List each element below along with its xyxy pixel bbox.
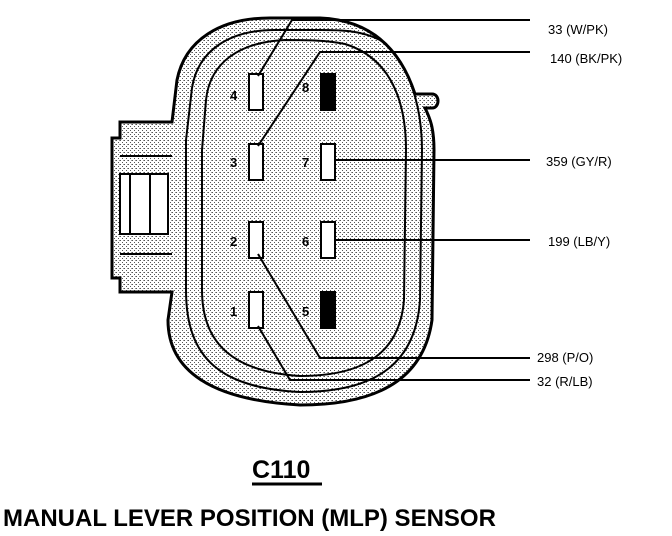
pin-6-cavity <box>320 221 336 259</box>
pin-5-cavity <box>320 291 336 329</box>
leader-line-32 <box>257 325 530 381</box>
pin-number: 8 <box>302 80 309 95</box>
wire-label: 32 (R/LB) <box>537 374 593 389</box>
wire-label: 140 (BK/PK) <box>550 51 622 66</box>
pin-numbers: 4 3 2 1 8 7 6 5 <box>230 80 309 319</box>
leader-lines <box>257 19 530 381</box>
pin-7-cavity <box>320 143 336 181</box>
pin-number: 7 <box>302 155 309 170</box>
pin-number: 4 <box>230 88 238 103</box>
wire-label: 298 (P/O) <box>537 350 593 365</box>
leader-line-298 <box>257 253 530 359</box>
connector-body <box>110 16 440 407</box>
pin-2-cavity <box>248 221 264 259</box>
pin-4-cavity <box>248 73 264 111</box>
pin-number: 6 <box>302 234 309 249</box>
connector-title: MANUAL LEVER POSITION (MLP) SENSOR <box>3 505 496 532</box>
pin-number: 1 <box>230 304 237 319</box>
wire-labels: 33 (W/PK) 140 (BK/PK) 359 (GY/R) 199 (LB… <box>537 22 622 389</box>
leader-line-140 <box>257 51 530 147</box>
wire-label: 359 (GY/R) <box>546 154 612 169</box>
pin-cavities <box>248 73 336 329</box>
pin-8-cavity <box>320 73 336 111</box>
pin-1-cavity <box>248 291 264 329</box>
pin-number: 2 <box>230 234 237 249</box>
connector-id: C110 <box>252 456 310 484</box>
leader-line-33 <box>257 19 530 77</box>
pin-number: 3 <box>230 155 237 170</box>
pin-number: 5 <box>302 304 309 319</box>
wire-label: 199 (LB/Y) <box>548 234 610 249</box>
wire-label: 33 (W/PK) <box>548 22 608 37</box>
pin-3-cavity <box>248 143 264 181</box>
